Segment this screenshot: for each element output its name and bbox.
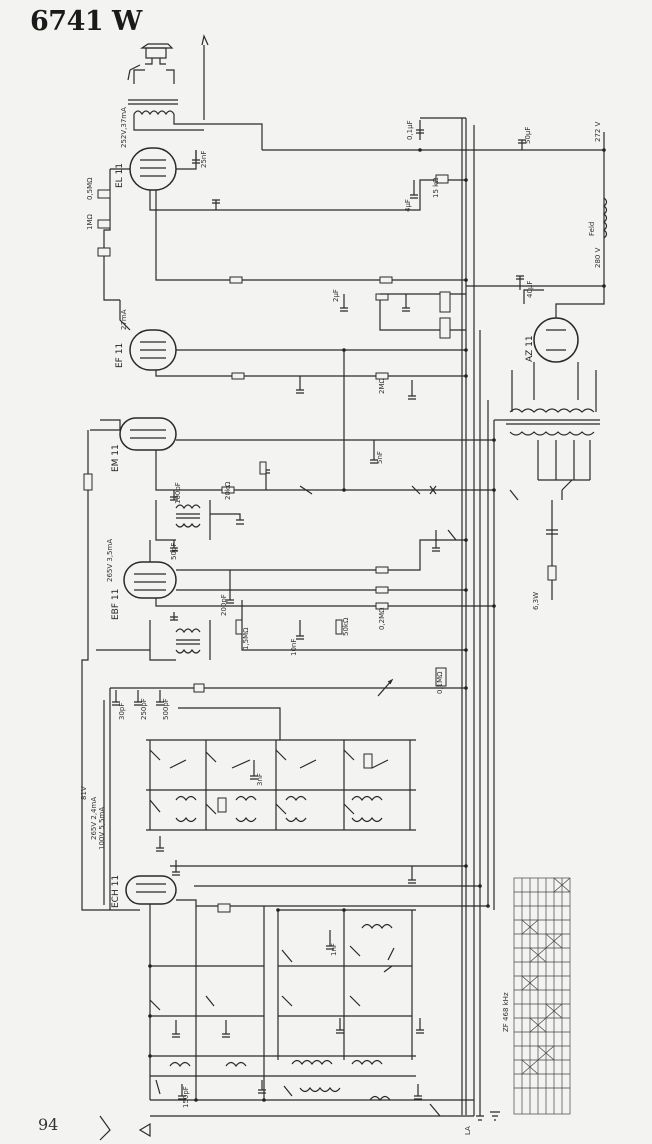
svg-text:1MΩ: 1MΩ <box>86 214 94 230</box>
svg-text:272 V: 272 V <box>594 121 602 142</box>
svg-text:6,3W: 6,3W <box>532 592 540 610</box>
resistor <box>439 317 451 339</box>
svg-text:EF 11: EF 11 <box>115 343 125 368</box>
svg-text:4μF: 4μF <box>404 199 412 212</box>
resistor <box>375 293 389 301</box>
resistor <box>363 753 373 769</box>
svg-text:500pF: 500pF <box>162 698 170 720</box>
resistor <box>375 372 389 380</box>
page-number: 94 <box>38 1115 59 1134</box>
svg-text:200pF: 200pF <box>220 594 228 616</box>
svg-text:150pF: 150pF <box>182 1086 190 1108</box>
svg-text:81V: 81V <box>80 786 88 800</box>
svg-text:0,1MΩ: 0,1MΩ <box>436 671 444 694</box>
resistor <box>439 291 451 313</box>
svg-text:3nF: 3nF <box>256 773 264 786</box>
svg-text:27mA: 27mA <box>120 309 128 330</box>
svg-text:ECH 11: ECH 11 <box>111 875 121 908</box>
component-value-labels: 25nF 0,1μF 4μF 2μF 15 kΩ 2MΩ 100pF 50pF … <box>118 120 534 1108</box>
tube-label: EL 11 <box>115 163 125 188</box>
output-transformer <box>127 34 263 150</box>
resistor <box>547 565 557 581</box>
resistor <box>375 566 389 574</box>
svg-text:EM 11: EM 11 <box>111 444 121 472</box>
svg-text:5nF: 5nF <box>376 451 384 464</box>
svg-text:0,2MΩ: 0,2MΩ <box>378 607 386 630</box>
resistor <box>435 667 447 687</box>
svg-text:252V,37mA: 252V,37mA <box>120 107 128 148</box>
svg-text:0,5MΩ: 0,5MΩ <box>86 177 94 200</box>
antenna-terminal <box>99 1111 500 1141</box>
input-coil-bank <box>149 906 424 1102</box>
svg-text:Feld: Feld <box>588 222 596 236</box>
table-caption: ZF 468 kHz <box>502 992 510 1032</box>
svg-text:1,5MΩ: 1,5MΩ <box>242 627 250 650</box>
switch-position-table: ZF 468 kHz <box>502 877 571 1115</box>
svg-text:265V 3,5mA: 265V 3,5mA <box>106 539 114 582</box>
resistor <box>193 683 205 693</box>
svg-text:10nF: 10nF <box>290 639 298 656</box>
tube-ebf11: EBF 11 265V 3,5mA <box>106 539 177 620</box>
svg-text:25nF: 25nF <box>200 151 208 168</box>
svg-text:280 V: 280 V <box>594 247 602 268</box>
resistor <box>335 619 343 635</box>
field-coil <box>603 197 608 239</box>
svg-text:1nF: 1nF <box>330 943 338 956</box>
svg-text:15 kΩ: 15 kΩ <box>432 177 440 198</box>
tube-az11: AZ 11 <box>525 317 579 363</box>
svg-text:100V 5,5mA: 100V 5,5mA <box>98 807 106 850</box>
svg-text:40μF: 40μF <box>526 281 534 298</box>
svg-text:50kΩ: 50kΩ <box>342 617 350 636</box>
svg-text:AZ 11: AZ 11 <box>525 335 535 362</box>
svg-text:2μF: 2μF <box>332 289 340 302</box>
tube-el11: EL 11 252V,37mA <box>110 107 197 191</box>
resistor <box>221 486 235 494</box>
svg-text:2MΩ: 2MΩ <box>378 378 386 394</box>
resistor <box>259 461 267 475</box>
svg-text:EBF 11: EBF 11 <box>111 589 121 620</box>
tube-ech11: ECH 11 81V 265V 2,4mA 100V 5,5mA <box>80 786 177 908</box>
page-title: 6741 W <box>30 6 142 37</box>
junction-dots <box>148 148 606 1102</box>
power-transformer <box>506 370 600 481</box>
svg-text:50pF: 50pF <box>170 543 178 560</box>
resistor <box>229 276 243 284</box>
resistor <box>217 903 231 913</box>
tube-ef11: EF 11 27mA <box>115 309 466 371</box>
resistor <box>435 174 449 184</box>
if-transformer-2 <box>155 490 211 552</box>
if-transformer-1 <box>149 612 211 661</box>
resistor <box>375 586 389 594</box>
svg-text:100pF: 100pF <box>174 482 182 504</box>
resistor <box>217 797 227 813</box>
resistor <box>97 189 111 199</box>
svg-text:265V 2,4mA: 265V 2,4mA <box>90 797 98 840</box>
svg-text:0,1μF: 0,1μF <box>406 120 414 140</box>
resistor <box>97 247 111 257</box>
svg-text:50μF: 50μF <box>524 127 532 144</box>
resistor <box>379 276 393 284</box>
supply-rails <box>262 117 605 1116</box>
resistor <box>375 602 389 610</box>
oscillator-coil-bank <box>146 739 416 831</box>
loudspeaker-symbol <box>140 43 174 65</box>
svg-text:250pF: 250pF <box>140 698 148 720</box>
svg-text:20kΩ: 20kΩ <box>224 481 232 500</box>
resistor <box>83 473 93 491</box>
svg-text:30pF: 30pF <box>118 703 126 720</box>
tube-em11: EM 11 <box>111 417 177 472</box>
resistor <box>97 219 111 229</box>
svg-text:LA: LA <box>464 1126 472 1135</box>
resistor <box>231 372 245 380</box>
